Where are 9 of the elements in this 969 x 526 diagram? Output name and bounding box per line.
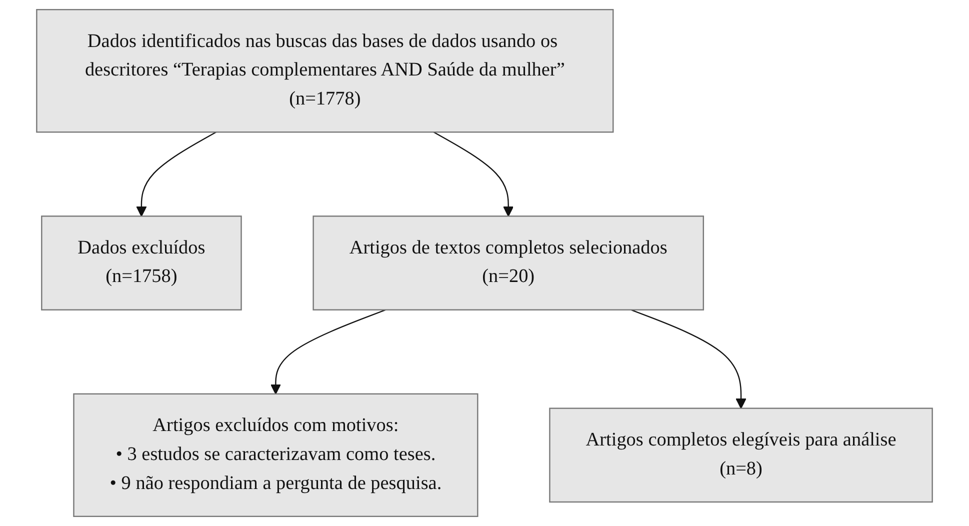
node-box: Artigos de textos completos selecionados (n=20): [312, 216, 704, 310]
arrow: [433, 132, 514, 217]
arrow: [630, 309, 746, 409]
arrow: [136, 132, 216, 217]
node-box: Artigos completos elegíveis para análise (n=8): [549, 408, 933, 503]
node-box: Dados excluídos (n=1758): [41, 216, 242, 310]
arrow: [270, 309, 386, 394]
node-box: Artigos excluídos com motivos: • 3 estudos se caracterizavam como teses. • 9 não respondiam a pergunta de pesquisa.: [73, 393, 478, 517]
node-box: Dados identificados nas buscas das bases de dados usando os descritores “Terapias complementares AND Saúde da mulher” (n=1778): [36, 9, 614, 133]
